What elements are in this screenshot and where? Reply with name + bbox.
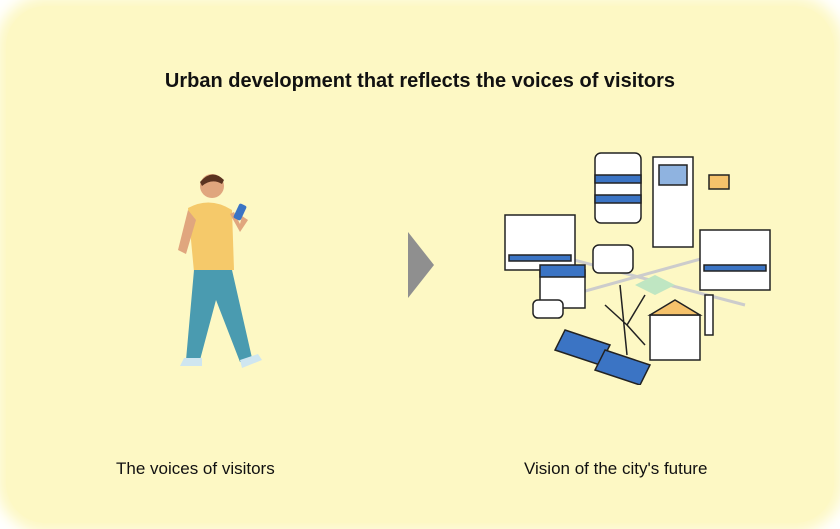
city-illustration — [504, 152, 771, 385]
diagram-title: Urban development that reflects the voic… — [164, 70, 676, 92]
visitor-illustration — [178, 174, 262, 368]
left-caption: The voices of visitors — [116, 459, 275, 478]
right-caption: Vision of the city's future — [524, 459, 708, 478]
arrow-icon — [408, 232, 434, 298]
